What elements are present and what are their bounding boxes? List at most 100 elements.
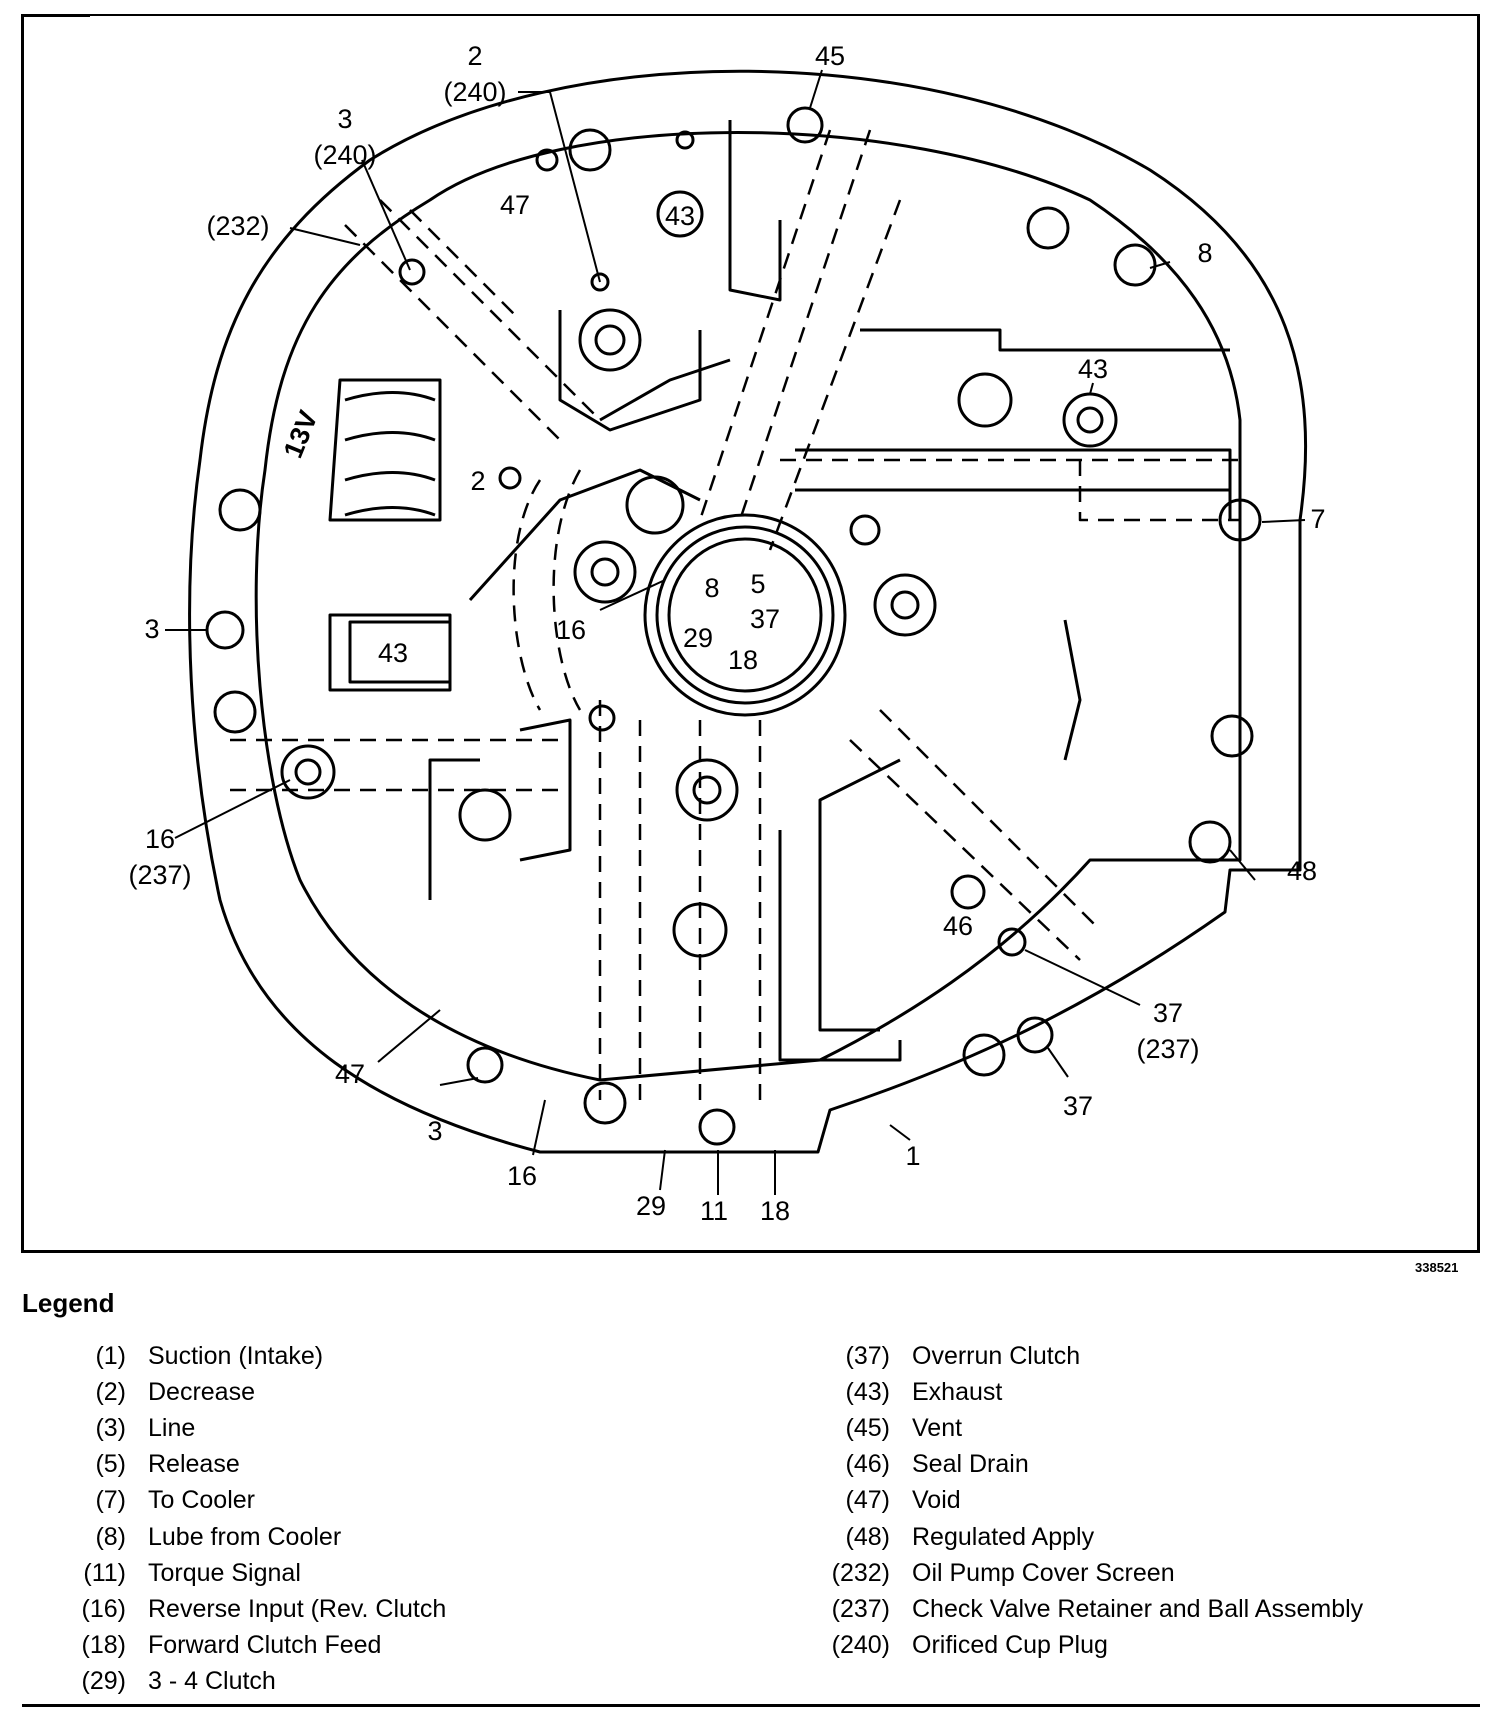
legend-item: (29) 3 - 4 Clutch bbox=[60, 1664, 446, 1700]
fluid-passages bbox=[230, 129, 1240, 1110]
legend-column-left: (1)Suction (Intake) (2)Decrease (3)Line … bbox=[60, 1338, 447, 1700]
callout-2: 2 bbox=[470, 466, 485, 496]
marking-13v: 13V bbox=[278, 406, 324, 462]
callout-43a: 43 bbox=[665, 201, 695, 231]
legend-code: (5) bbox=[95, 1450, 126, 1479]
bolt-holes bbox=[205, 106, 1262, 1146]
legend-item: (3)Line bbox=[60, 1410, 446, 1446]
callout-5-hub: 5 bbox=[750, 569, 765, 599]
legend-label: Release bbox=[148, 1450, 240, 1479]
legend-code: (232) bbox=[831, 1558, 890, 1587]
callout-46: 46 bbox=[943, 911, 973, 941]
callout-45: 45 bbox=[815, 41, 845, 71]
callout-48: 48 bbox=[1287, 856, 1317, 886]
legend-code: (240) bbox=[831, 1631, 890, 1660]
legend-item: (16)Reverse Input (Rev. Clutch bbox=[60, 1591, 447, 1627]
callout-3b: 3 bbox=[427, 1116, 442, 1146]
legend-item: (237) Check Valve Retainer and Ball Assem… bbox=[812, 1591, 1364, 1627]
legend-label: Torque Signal bbox=[148, 1558, 301, 1587]
legend-label: Suction (Intake) bbox=[148, 1341, 324, 1370]
legend-code: (7) bbox=[95, 1486, 126, 1515]
casting-webbing bbox=[328, 120, 1232, 1062]
legend-code: (1) bbox=[95, 1341, 126, 1370]
legend-code: (8) bbox=[95, 1522, 126, 1551]
callout-37: 37 bbox=[1063, 1091, 1093, 1121]
leader-lines bbox=[165, 69, 1306, 1195]
callout-18-hub: 18 bbox=[728, 645, 758, 675]
legend-label: Orificed Cup Plug bbox=[912, 1631, 1108, 1660]
figure-frame bbox=[21, 14, 1480, 1253]
legend-code: (2) bbox=[95, 1377, 126, 1406]
legend-label: Void bbox=[912, 1486, 961, 1515]
legend-label: Seal Drain bbox=[912, 1450, 1029, 1479]
legend-item: (46) Seal Drain bbox=[812, 1447, 1363, 1483]
callout-232: (232) bbox=[206, 211, 269, 241]
callout-16a: 16 bbox=[556, 615, 586, 645]
legend-code: (48) bbox=[845, 1522, 890, 1551]
legend-label: Lube from Cooler bbox=[148, 1522, 342, 1551]
legend-item: (8) Lube from Cooler bbox=[60, 1519, 446, 1555]
callout-47b: 47 bbox=[335, 1059, 365, 1089]
callout-7: 7 bbox=[1310, 504, 1325, 534]
legend-item: (47) Void bbox=[812, 1483, 1363, 1519]
legend-code: (43) bbox=[845, 1377, 890, 1406]
legend-title: Legend bbox=[22, 1288, 115, 1318]
legend-code: (29) bbox=[81, 1667, 126, 1696]
legend-item: (43) Exhaust bbox=[812, 1374, 1363, 1410]
legend-label: To Cooler bbox=[148, 1486, 255, 1515]
callout-29-hub: 29 bbox=[683, 623, 713, 653]
legend-column-right: (37)Overrun Clutch (43)Exhaust (45)Vent … bbox=[812, 1338, 1364, 1664]
legend-item: (240) Orificed Cup Plug bbox=[812, 1628, 1363, 1664]
legend-item: (1) Suction (Intake) bbox=[60, 1338, 446, 1374]
legend-item: (232) Oil Pump Cover Screen bbox=[812, 1555, 1363, 1591]
callout-43c: 43 bbox=[378, 638, 408, 668]
legend-label: Decrease bbox=[148, 1377, 255, 1406]
legend-code: (45) bbox=[845, 1413, 890, 1442]
legend-code: (3) bbox=[95, 1413, 126, 1442]
legend-label: Oil Pump Cover Screen bbox=[912, 1558, 1175, 1587]
central-hub bbox=[573, 513, 937, 822]
callout-37-hub: 37 bbox=[750, 604, 780, 634]
callout-29: 29 bbox=[636, 1191, 666, 1221]
legend-item: (7) To Cooler bbox=[60, 1483, 446, 1519]
legend-item: (18) Forward Clutch Feed bbox=[60, 1628, 446, 1664]
legend-label: 3 - 4 Clutch bbox=[148, 1667, 276, 1696]
legend-label: Overrun Clutch bbox=[912, 1341, 1081, 1370]
legend-item: (5) Release bbox=[60, 1447, 446, 1483]
callout-8: 8 bbox=[1197, 238, 1212, 268]
legend-label: Reverse Input (Rev. Clutch bbox=[148, 1594, 447, 1623]
callout-8-hub: 8 bbox=[704, 573, 719, 603]
callout-11: 11 bbox=[700, 1196, 728, 1226]
callout-labels: 2(240) 3(240) (232) 45 8 43 43 43 47 2 7… bbox=[128, 41, 1325, 1226]
legend-code: (47) bbox=[845, 1486, 890, 1515]
callout-2-240: 2(240) bbox=[443, 41, 506, 107]
legend-code: (37) bbox=[845, 1341, 890, 1370]
callout-16-237: 16(237) bbox=[128, 824, 191, 890]
legend-label: Exhaust bbox=[912, 1377, 1003, 1406]
legend-item: (2) Decrease bbox=[60, 1374, 446, 1410]
legend-label: Vent bbox=[912, 1413, 963, 1442]
callout-18: 18 bbox=[760, 1196, 790, 1226]
legend-code: (11) bbox=[83, 1558, 126, 1587]
callout-16b: 16 bbox=[507, 1161, 537, 1191]
pump-cover-outline bbox=[188, 69, 1308, 1154]
legend-item: (37) Overrun Clutch bbox=[812, 1338, 1363, 1374]
legend-label: Forward Clutch Feed bbox=[148, 1631, 382, 1660]
legend-item: (45) Vent bbox=[812, 1410, 1363, 1446]
callout-37-237: 37(237) bbox=[1136, 998, 1199, 1064]
callout-47a: 47 bbox=[500, 190, 530, 220]
callout-3-240: 3(240) bbox=[313, 104, 376, 170]
figure-id: 338521 bbox=[1415, 1260, 1459, 1275]
oil-pump-cover-drawing: 2(240) 3(240) (232) 45 8 43 43 43 47 2 7… bbox=[128, 41, 1325, 1226]
legend-label: Regulated Apply bbox=[912, 1522, 1095, 1551]
legend-label: Check Valve Retainer and Ball Assembly bbox=[912, 1594, 1364, 1623]
legend-item: (11) Torque Signal bbox=[60, 1555, 446, 1591]
callout-1: 1 bbox=[905, 1141, 920, 1171]
legend-code: (18) bbox=[81, 1631, 126, 1660]
bottom-rule bbox=[22, 1704, 1480, 1707]
legend-code: (46) bbox=[845, 1450, 890, 1479]
legend-item: (48) Regulated Apply bbox=[812, 1519, 1363, 1555]
legend-code: (237) bbox=[831, 1594, 890, 1623]
callout-43b: 43 bbox=[1078, 354, 1108, 384]
callout-3a: 3 bbox=[144, 614, 159, 644]
